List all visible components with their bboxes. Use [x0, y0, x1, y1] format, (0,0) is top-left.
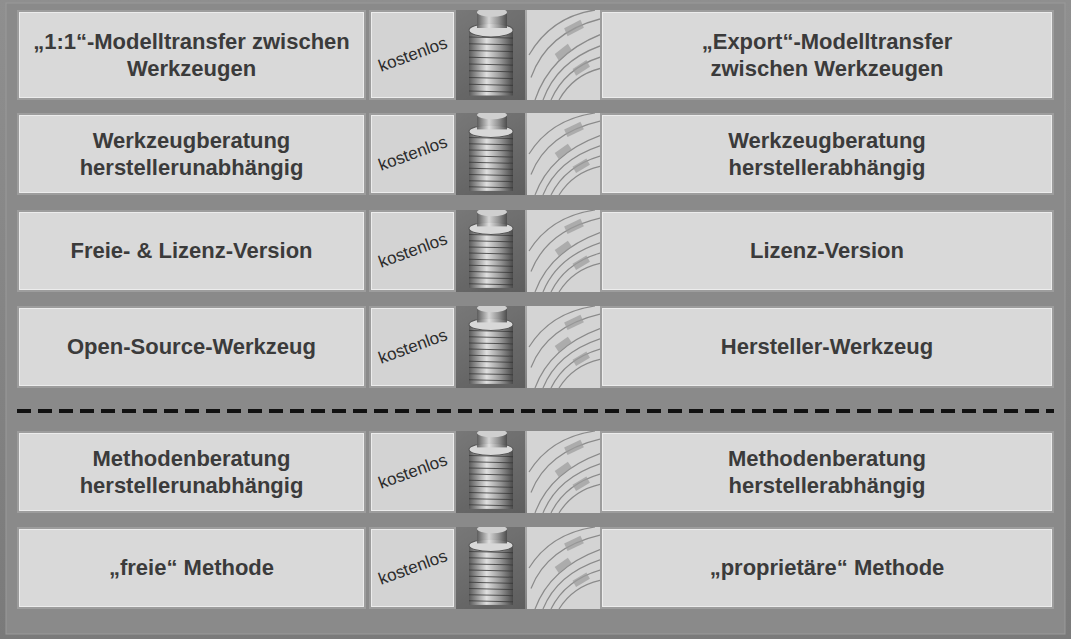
option-box: Methodenberatung herstellerunabhängig — [17, 431, 366, 513]
free-tag: kostenlos — [369, 113, 456, 195]
free-tag: kostenlos — [369, 210, 456, 292]
free-label: kostenlos — [375, 132, 450, 177]
option-box: Lizenz-Version — [600, 210, 1054, 292]
option-label: Methodenberatung herstellerunabhängig — [32, 445, 352, 500]
money-picture — [455, 429, 600, 513]
free-label: kostenlos — [375, 325, 450, 370]
option-box: „1:1“-Modelltransfer zwischen Werkzeugen — [17, 10, 366, 100]
option-label: Werkzeugberatung herstellerunabhängig — [32, 127, 352, 182]
free-tag: kostenlos — [369, 431, 456, 513]
money-picture — [455, 304, 600, 388]
option-label: Methodenberatung herstellerabhängig — [657, 445, 997, 500]
free-label: kostenlos — [375, 33, 450, 78]
free-tag: kostenlos — [369, 527, 456, 609]
option-label: „Export“-Modelltransfer zwischen Werkzeu… — [657, 28, 997, 83]
money-picture — [455, 111, 600, 195]
free-tag: kostenlos — [369, 306, 456, 388]
option-label: „1:1“-Modelltransfer zwischen Werkzeugen — [32, 28, 352, 83]
free-label: kostenlos — [375, 229, 450, 274]
option-box: Open-Source-Werkzeug — [17, 306, 366, 388]
option-box: Freie- & Lizenz-Version — [17, 210, 366, 292]
option-box: „Export“-Modelltransfer zwischen Werkzeu… — [600, 10, 1054, 100]
money-picture — [455, 208, 600, 292]
option-label: Open-Source-Werkzeug — [67, 333, 316, 361]
option-box: „freie“ Methode — [17, 527, 366, 609]
option-box: „proprietäre“ Methode — [600, 527, 1054, 609]
money-picture — [455, 8, 600, 100]
divider-line — [17, 409, 1054, 413]
option-box: Methodenberatung herstellerabhängig — [600, 431, 1054, 513]
option-label: Werkzeugberatung herstellerabhängig — [657, 127, 997, 182]
free-tag: kostenlos — [369, 10, 456, 100]
option-label: Lizenz-Version — [750, 237, 904, 265]
option-box: Werkzeugberatung herstellerunabhängig — [17, 113, 366, 195]
money-picture — [455, 525, 600, 609]
option-label: Hersteller-Werkzeug — [721, 333, 933, 361]
free-label: kostenlos — [375, 546, 450, 591]
panel — [6, 3, 1065, 634]
free-label: kostenlos — [375, 450, 450, 495]
option-box: Werkzeugberatung herstellerabhängig — [600, 113, 1054, 195]
option-label: Freie- & Lizenz-Version — [70, 237, 312, 265]
option-box: Hersteller-Werkzeug — [600, 306, 1054, 388]
option-label: „proprietäre“ Methode — [710, 554, 945, 582]
option-label: „freie“ Methode — [109, 554, 274, 582]
